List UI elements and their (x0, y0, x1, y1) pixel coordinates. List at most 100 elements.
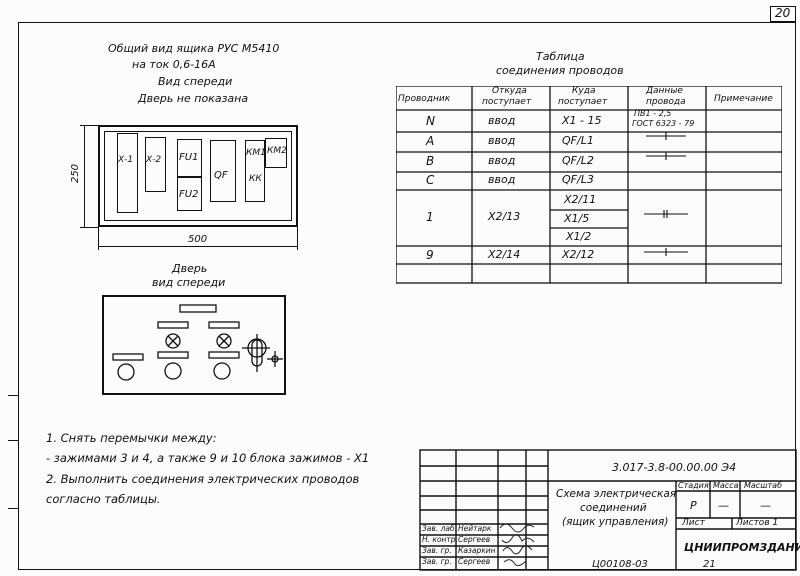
row-1-wire: 1 (426, 210, 434, 224)
drawing-title-line-3: Вид спереди (158, 75, 233, 88)
dimension-line-width (98, 246, 298, 247)
drawing-title-line-2: на ток 0,6-16А (132, 58, 216, 71)
stamp-sheet-label: Лист (682, 518, 705, 528)
drawing-title-line-1: Общий вид ящика РУС М5410 (108, 42, 280, 55)
push-button-icon (213, 362, 231, 380)
dimension-ext (297, 227, 298, 250)
push-button-icon (117, 363, 135, 381)
contactor-km2 (265, 138, 287, 168)
table-grid (396, 86, 782, 284)
table-title-line-2: соединения проводов (496, 64, 624, 77)
row-b-to: QF/L2 (562, 154, 594, 167)
bottom-doc-code: Ц00108-03 (592, 559, 648, 570)
header-wire: Проводник (398, 94, 451, 104)
stamp-role-2: Н. контр. (422, 535, 458, 544)
sheet-number-box (770, 6, 796, 22)
row-a-from: ввод (488, 134, 516, 147)
door-title-line-2: вид спереди (152, 276, 226, 289)
label-plate (208, 321, 240, 329)
table-title-line-1: Таблица (536, 50, 585, 63)
row-a-wire: А (426, 134, 435, 148)
note-1-detail: - зажимами 3 и 4, а также 9 и 10 блока з… (46, 451, 370, 465)
signal-lamp-icon (165, 333, 181, 349)
left-margin-tick (8, 508, 18, 509)
drawing-frame (18, 22, 796, 570)
stamp-role-3: Зав. гр. (422, 546, 452, 555)
row-1-to-1: Х2/11 (564, 193, 597, 206)
bottom-page-number: 21 (703, 559, 716, 570)
label-plate (157, 321, 189, 329)
signal-lamp-icon (216, 333, 232, 349)
dimension-width-label: 500 (188, 234, 208, 245)
header-to-line-2: поступает (558, 97, 608, 107)
row-9-wire: 9 (426, 248, 434, 262)
fuse-fu2-label: FU2 (179, 189, 199, 200)
contactor-km2-label: КМ2 (267, 146, 287, 156)
row-1-from: Х2/13 (488, 210, 521, 223)
breaker-qf-label: QF (214, 170, 228, 181)
stamp-doc-code: 3.017-3.8-00.00.00 Э4 (612, 461, 737, 474)
fuse-fu1-label: FU1 (179, 152, 199, 163)
wire-spec-line-1: ПВ1 - 2,5 (634, 109, 672, 118)
stamp-stage-header: Стадия (678, 481, 709, 490)
header-from-line-1: Откуда (492, 86, 527, 96)
stamp-name-3: Казаркин (458, 546, 496, 555)
sheet-number: 20 (775, 6, 791, 20)
left-margin-tick (8, 395, 18, 396)
note-2: 2. Выполнить соединения электрических пр… (46, 472, 360, 486)
dimension-ext (80, 227, 98, 228)
stamp-title-line-2: соединений (580, 502, 647, 514)
wire-spec-line-2: ГОСТ 6323 - 79 (632, 119, 695, 128)
enclosure-inner (104, 131, 292, 221)
stamp-name-4: Сергеев (458, 557, 491, 566)
row-c-from: ввод (488, 173, 516, 186)
row-a-to: QF/L1 (562, 134, 594, 147)
label-plate (208, 351, 240, 359)
fuse-fu2 (177, 177, 202, 211)
header-notes: Примечание (714, 94, 773, 104)
row-b-wire: В (426, 154, 435, 168)
stamp-scale: — (760, 499, 771, 512)
contactor-km1 (245, 140, 265, 202)
terminal-block-x2 (145, 137, 166, 192)
note-2-detail: согласно таблицы. (46, 492, 161, 506)
contactor-km1-label: КМ1 (246, 148, 266, 158)
stamp-title-line-3: (ящик управления) (562, 516, 669, 528)
row-b-from: ввод (488, 154, 516, 167)
stamp-name-1: Нейтарк (458, 524, 492, 533)
stamp-title-line-1: Схема электрическая (556, 488, 677, 500)
stamp-stage: Р (690, 499, 697, 512)
fuse-fu1 (177, 139, 202, 177)
row-c-to: QF/L3 (562, 173, 594, 186)
stamp-organization: ЦНИИПРОМЗДАНИЙ (684, 541, 800, 554)
header-to-line-1: Куда (572, 86, 596, 96)
door-title-line-1: Дверь (172, 262, 208, 275)
row-1-to-2: Х1/5 (564, 212, 590, 225)
stamp-role-4: Зав. гр. (422, 557, 452, 566)
relay-kk-label: КК (249, 174, 262, 184)
connections-table: Проводник Откуда поступает Куда поступае… (396, 86, 782, 284)
stamp-mass: — (718, 499, 729, 512)
label-plate (179, 304, 217, 313)
stamp-scale-header: Масштаб (744, 481, 783, 490)
drawing-title-line-4: Дверь не показана (138, 92, 249, 105)
stamp-mass-header: Масса (713, 481, 739, 490)
label-plate (157, 351, 189, 359)
terminal-block-x2-label: Х-2 (146, 155, 162, 165)
stamp-name-2: Сергеев (458, 535, 491, 544)
row-9-to: Х2/12 (562, 248, 595, 261)
breaker-qf (210, 140, 236, 202)
dimension-line-height (84, 125, 85, 227)
header-from-line-2: поступает (482, 97, 532, 107)
stamp-role-1: Зав. лаб. (422, 524, 457, 533)
dimension-ext (80, 125, 98, 126)
label-plate (112, 353, 144, 361)
header-data-line-2: провода (646, 97, 686, 107)
dimension-ext (98, 227, 99, 250)
row-n-from: ввод (488, 114, 516, 127)
enclosure-outline (98, 125, 298, 227)
door-outline (102, 295, 286, 395)
